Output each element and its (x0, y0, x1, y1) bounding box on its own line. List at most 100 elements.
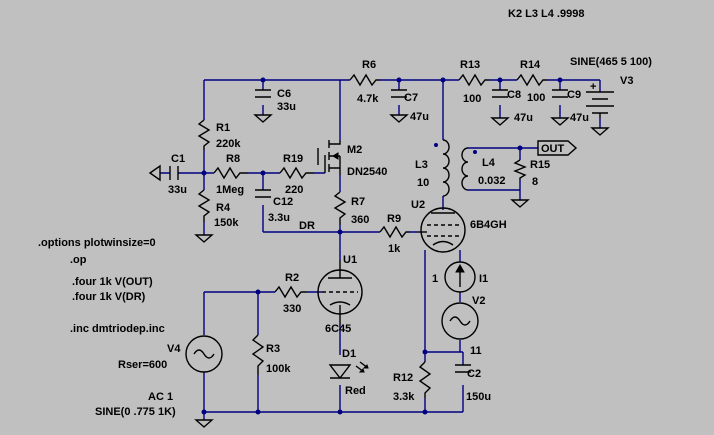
v4-ac: AC 1 (148, 391, 173, 403)
r6-value: 4.7k (357, 93, 379, 105)
u2-name: U2 (411, 199, 425, 211)
r12-resistor[interactable] (418, 361, 432, 398)
m2-value: DN2540 (347, 166, 387, 178)
u2-cathode-wire (424, 250, 463, 353)
m2-name: M2 (347, 144, 362, 156)
r3-value: 100k (266, 363, 291, 375)
r19-resistor[interactable] (279, 166, 314, 180)
k-directive: K2 L3 L4 .9998 (508, 8, 584, 20)
c7-value: 47u (410, 111, 429, 123)
dr-net-label: DR (299, 220, 315, 232)
r7-resistor[interactable] (333, 191, 347, 225)
c6-name: C6 (277, 88, 291, 100)
r4-resistor[interactable] (197, 189, 211, 222)
u1-tube[interactable] (317, 260, 363, 325)
r1-resistor[interactable] (197, 119, 211, 150)
v3-source-spec: SINE(465 5 100) (570, 56, 652, 68)
r2-resistor[interactable] (274, 285, 307, 299)
v4-voltage-source[interactable] (185, 335, 223, 373)
l3-name: L3 (415, 159, 428, 171)
out-net-flag (537, 140, 578, 156)
r14-resistor[interactable] (516, 73, 547, 87)
c8-name: C8 (507, 89, 521, 101)
c8-capacitor[interactable] (492, 89, 508, 98)
svg-text:+: + (590, 81, 596, 93)
r1-value: 220k (216, 138, 241, 150)
c8-value: 47u (514, 112, 533, 124)
u2-tube[interactable] (418, 207, 466, 253)
c6-capacitor[interactable] (255, 89, 271, 98)
c2-value: 150u (466, 391, 491, 403)
v3-source[interactable]: + (586, 81, 614, 118)
r19-name: R19 (283, 153, 303, 165)
r13-value: 100 (463, 93, 481, 105)
r6-resistor[interactable] (349, 73, 380, 87)
c6-value: 33u (277, 101, 296, 113)
r15-value: 8 (532, 176, 538, 188)
c7-capacitor[interactable] (391, 89, 407, 98)
plotwinsize-directive: .options plotwinsize=0 (38, 237, 156, 249)
r12-c2-wire (424, 352, 464, 412)
r19-value: 220 (285, 184, 303, 196)
r9-resistor[interactable] (379, 225, 410, 239)
wires (160, 79, 601, 420)
r8-resistor[interactable] (213, 166, 248, 180)
i1-current-source[interactable] (444, 261, 476, 293)
op-directive: .op (70, 254, 87, 266)
r7-name: R7 (351, 196, 365, 208)
l4-value: 0.032 (478, 175, 506, 187)
r12-value: 3.3k (393, 391, 415, 403)
r14-value: 100 (527, 92, 545, 104)
out-net-label: OUT (541, 143, 565, 155)
m2-mosfet[interactable] (317, 140, 341, 175)
r13-resistor[interactable] (458, 73, 489, 87)
inc-directive: .inc dmtriodep.inc (70, 323, 165, 335)
r12-name: R12 (393, 372, 413, 384)
r4-value: 150k (214, 217, 239, 229)
r8-value: 1Meg (216, 184, 244, 196)
c9-value: 47u (570, 112, 589, 124)
r15-resistor[interactable] (513, 159, 527, 180)
v4-sine: SINE(0 .775 1K) (95, 406, 176, 418)
c1-value: 33u (168, 184, 187, 196)
junctions (201, 77, 563, 415)
v2-name: V2 (472, 295, 485, 307)
r3-resistor[interactable] (251, 334, 265, 375)
c2-capacitor[interactable] (455, 364, 471, 373)
c1-name: C1 (171, 153, 185, 165)
r3-name: R3 (266, 343, 280, 355)
c9-name: C9 (567, 89, 581, 101)
d1-led[interactable] (328, 361, 369, 380)
r9-name: R9 (387, 213, 401, 225)
c2-name: C2 (467, 368, 481, 380)
r9-value: 1k (388, 243, 401, 255)
c9-capacitor[interactable] (552, 89, 568, 98)
r1-name: R1 (216, 122, 230, 134)
four-dr-directive: .four 1k V(DR) (72, 291, 146, 303)
input-gate-wire (160, 150, 325, 174)
c12-name: C12 (273, 196, 293, 208)
v3-label: V3 (620, 75, 633, 87)
c12-value: 3.3u (268, 212, 290, 224)
i1-value: 1 (432, 273, 438, 285)
r2-name: R2 (285, 272, 299, 284)
u1-value: 6C45 (325, 323, 351, 335)
input-port-arrow (148, 164, 161, 182)
u2-value: 6B4GH (470, 219, 507, 231)
r7-value: 360 (351, 214, 369, 226)
v2-voltage-source[interactable] (441, 302, 479, 340)
c7-name: C7 (404, 92, 418, 104)
l4-out-wire (468, 147, 538, 200)
ground-symbols (194, 114, 610, 428)
c1-capacitor[interactable] (169, 166, 179, 180)
c12-capacitor[interactable] (255, 189, 271, 198)
l3-l4-transformer[interactable] (434, 139, 477, 197)
r4-name: R4 (216, 202, 231, 214)
v4-name: V4 (167, 343, 181, 355)
r8-name: R8 (226, 153, 240, 165)
r15-name: R15 (530, 159, 550, 171)
r14-name: R14 (520, 59, 541, 71)
d1-name: D1 (342, 348, 356, 360)
